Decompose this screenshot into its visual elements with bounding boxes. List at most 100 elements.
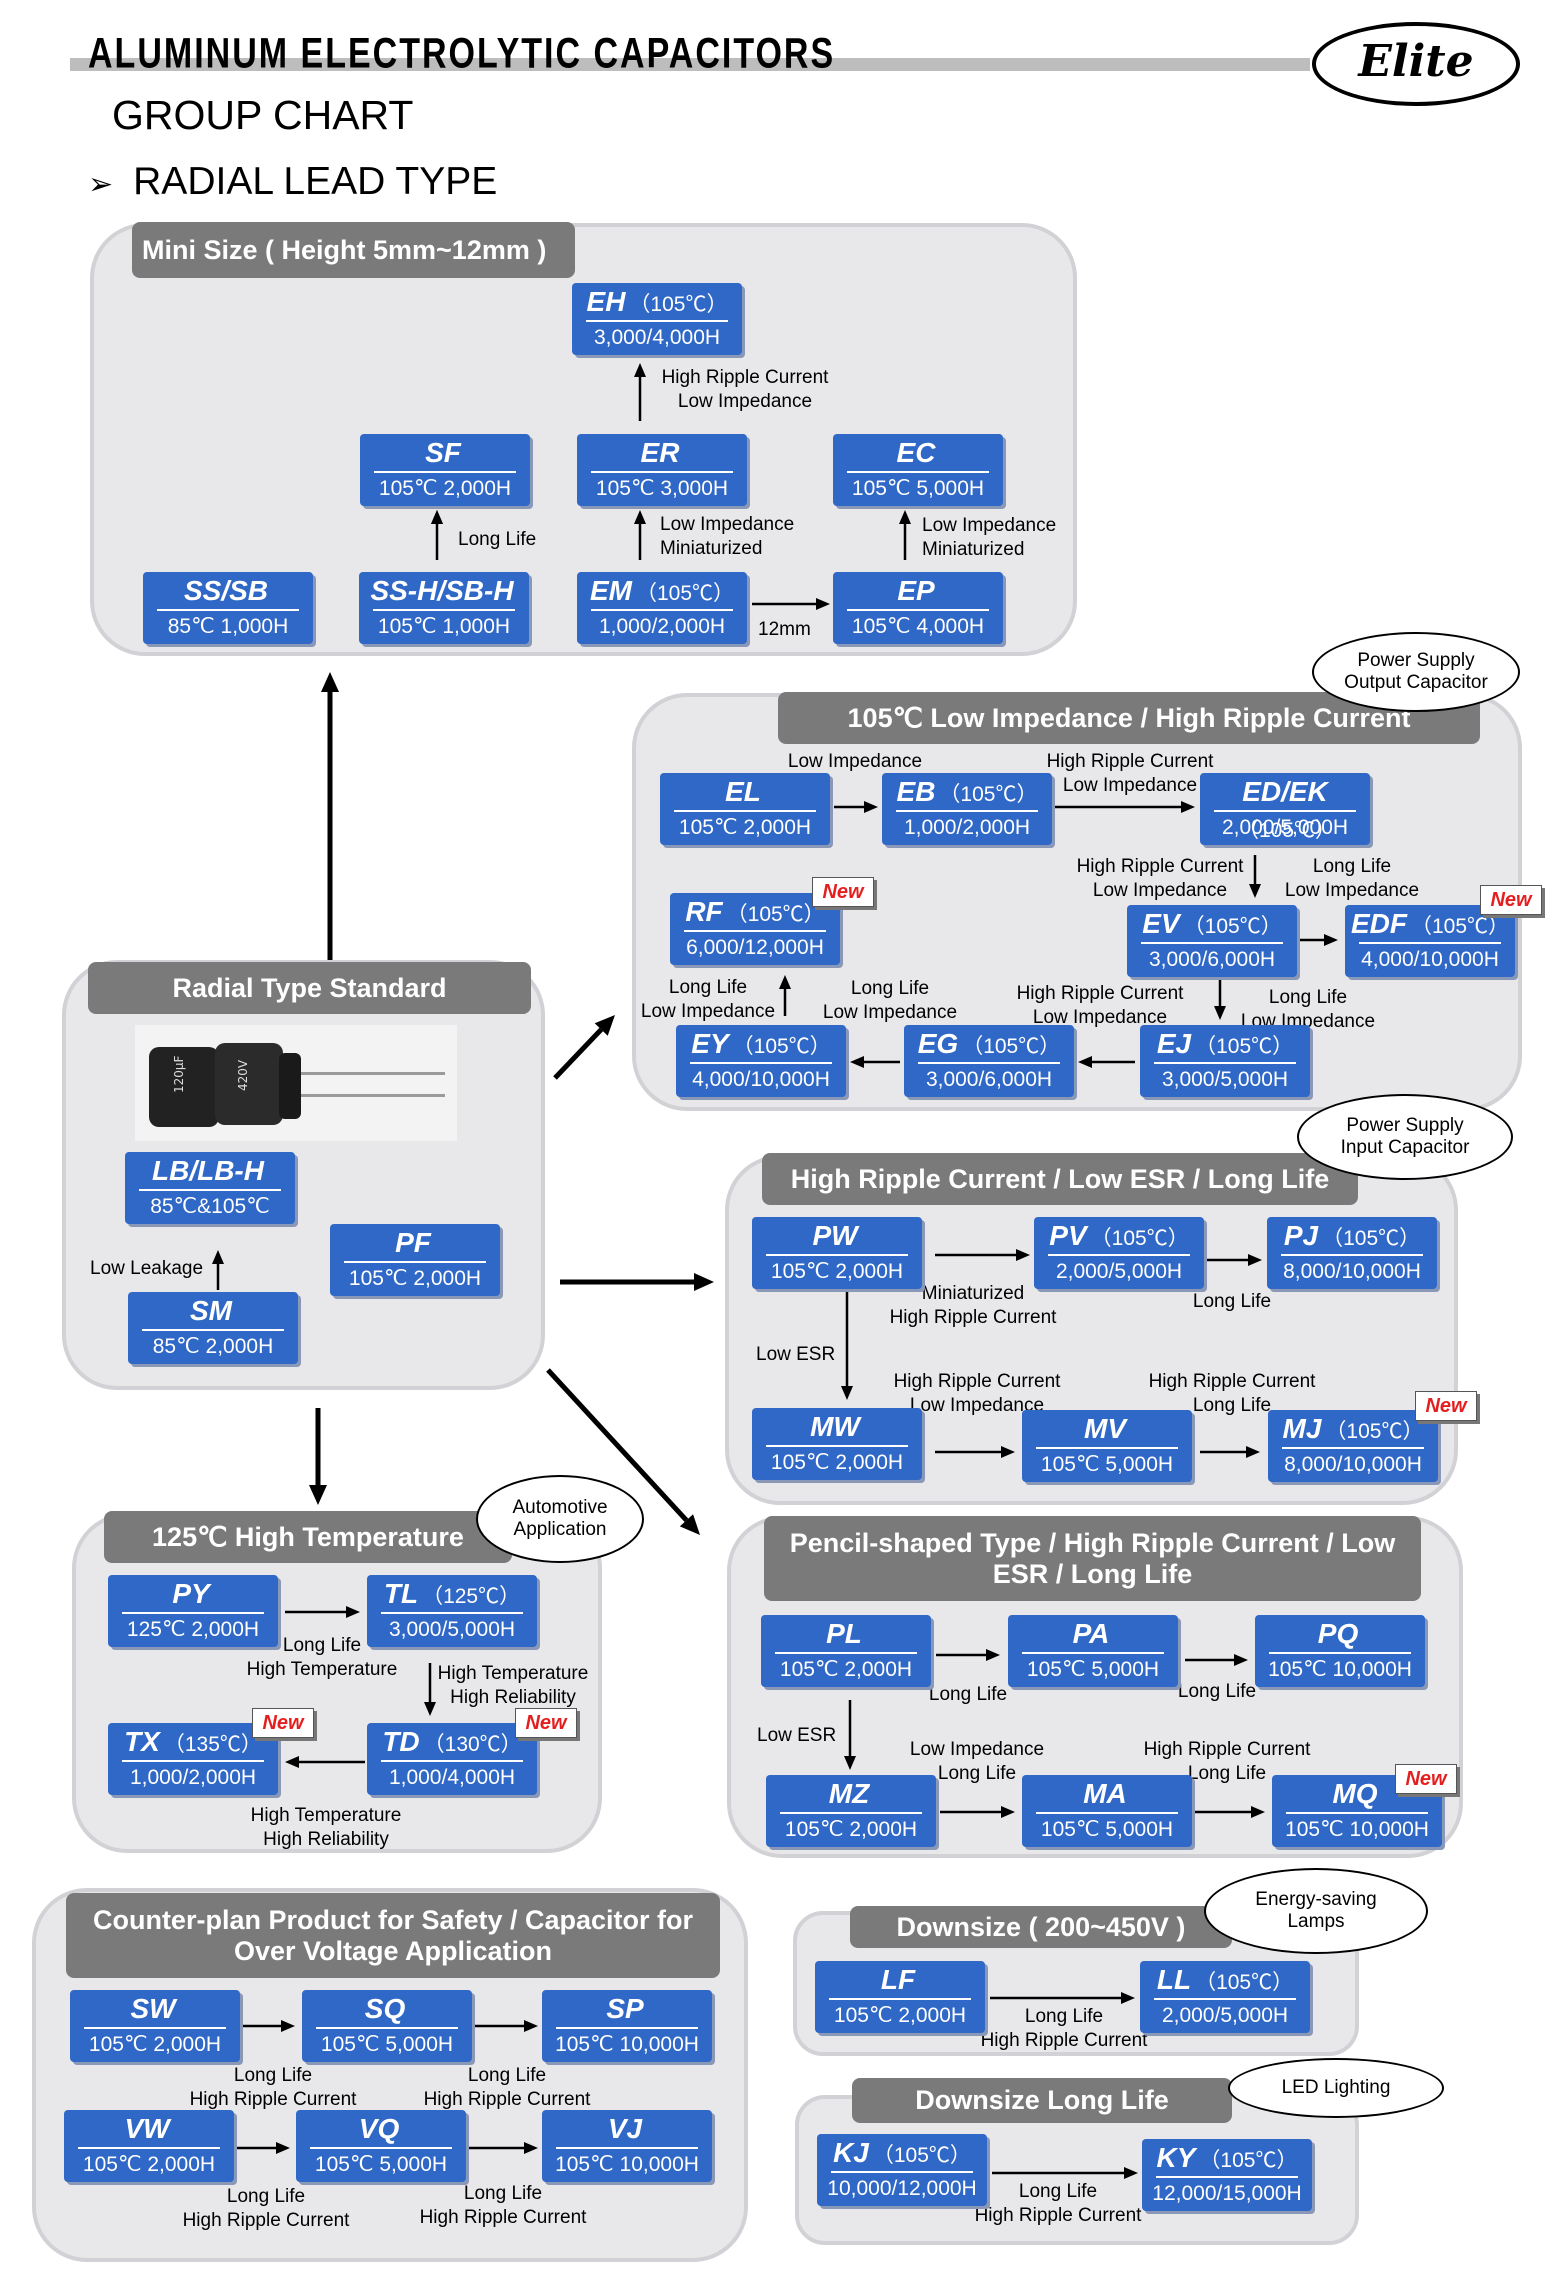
series-spec: 105℃ 2,000H <box>770 1451 904 1474</box>
flow-arrow-9 <box>1249 855 1261 898</box>
edge-label-l26: Low Impedance Long Life <box>909 1739 1045 1784</box>
product-box-pj: PJ（105℃）8,000/10,000H <box>1267 1217 1437 1289</box>
series-name: LL（105℃） <box>1140 1963 1310 1997</box>
series-name: MV <box>1022 1412 1192 1446</box>
product-box-kj: KJ（105℃）10,000/12,000H <box>817 2134 987 2206</box>
box-divider <box>1141 942 1283 944</box>
series-code: RF <box>685 896 723 927</box>
series-code: SF <box>425 437 461 468</box>
box-divider <box>766 1445 908 1447</box>
series-name: SQ <box>302 1992 472 2026</box>
series-temp: （105℃） <box>629 293 728 316</box>
flow-arrow-36 <box>472 2020 538 2032</box>
flow-arrow-4 <box>899 510 911 560</box>
series-spec: 105℃ 2,000H <box>770 1260 904 1283</box>
series-temp: （105℃） <box>872 2144 971 2167</box>
product-box-rf: RF（105℃） 6,000/12,000H <box>670 893 840 965</box>
series-spec: 105℃ 10,000H <box>1285 1818 1429 1841</box>
box-divider <box>896 810 1038 812</box>
series-spec: 1,000/2,000H <box>598 615 726 638</box>
edge-label-l15: Miniaturized High Ripple Current <box>889 1283 1057 1328</box>
series-spec: 2,000/5,000H <box>1055 1260 1183 1283</box>
series-code: PL <box>826 1618 862 1649</box>
box-divider <box>556 2147 698 2149</box>
series-name: PA <box>1008 1617 1178 1651</box>
series-code: EV <box>1142 908 1180 939</box>
box-divider <box>1359 942 1501 944</box>
series-spec: 2,000/5,000H <box>1221 816 1349 839</box>
product-box-em: EM（105℃）1,000/2,000H <box>577 572 747 644</box>
elite-logo: Elite <box>1312 22 1520 106</box>
series-name: ER <box>577 436 747 470</box>
edge-label-l23: Long Life <box>928 1684 1008 1705</box>
flow-arrow-33 <box>990 1992 1135 2004</box>
box-divider <box>1048 1254 1190 1256</box>
series-name: TX（135℃） <box>108 1725 278 1759</box>
series-code: MZ <box>828 1778 870 1809</box>
box-divider <box>586 320 728 322</box>
box-divider <box>381 1612 523 1614</box>
series-code: SS/SB <box>183 575 269 606</box>
series-spec: 105℃ 10,000H <box>555 2033 699 2056</box>
box-divider <box>780 1812 922 1814</box>
flow-arrow-30 <box>844 1700 856 1770</box>
series-temp: （105℃） <box>1090 1227 1189 1250</box>
flow-arrow-7 <box>834 801 878 813</box>
edge-label-l29: Long Life High Ripple Current <box>974 2181 1142 2226</box>
section-marker-icon: ➢ <box>88 168 114 201</box>
flow-arrow-17 <box>546 1368 700 1535</box>
flow-arrow-19 <box>212 1250 224 1290</box>
series-spec: 3,000/6,000H <box>1148 948 1276 971</box>
series-name: EP <box>833 574 1003 608</box>
series-code: EDF <box>1350 908 1407 939</box>
series-spec: 105℃ 2,000H <box>82 2153 216 2176</box>
box-divider <box>847 471 989 473</box>
series-temp: （105℃） <box>1195 1035 1294 1058</box>
section-title: RADIAL LEAD TYPE <box>133 160 498 203</box>
series-name: VJ <box>542 2112 712 2146</box>
new-badge-mj: New <box>1415 1391 1477 1421</box>
box-divider <box>1036 1447 1178 1449</box>
series-name: PY <box>108 1577 278 1611</box>
document-title: ALUMINUM ELECTROLYTIC CAPACITORS <box>88 30 836 78</box>
series-spec: 6,000/12,000H <box>686 936 824 959</box>
flow-arrow-35 <box>240 2020 295 2032</box>
edge-label-l3: Low Impedance Miniaturized <box>660 514 795 559</box>
series-spec: 1,000/4,000H <box>388 1766 516 1789</box>
series-name: EY（105℃） <box>676 1027 846 1061</box>
box-divider <box>381 1760 523 1762</box>
series-name: MZ <box>766 1777 936 1811</box>
series-name: MJ（105℃） <box>1268 1412 1438 1446</box>
series-name: RF（105℃） <box>670 895 840 929</box>
edge-label-l6: Low Impedance <box>787 751 923 772</box>
series-name: LB/LB-H <box>125 1154 295 1188</box>
series-code: MQ <box>1332 1778 1378 1809</box>
series-temp: （105℃） <box>635 582 735 605</box>
edge-label-l22: High Temperature High Reliability <box>250 1805 402 1850</box>
series-name: MA <box>1022 1777 1192 1811</box>
series-name: EJ（105℃） <box>1140 1027 1310 1061</box>
series-code: MV <box>1084 1413 1126 1444</box>
series-code: ER <box>640 437 680 468</box>
flow-arrow-37 <box>236 2142 290 2154</box>
flow-arrow-14 <box>850 1056 900 1068</box>
series-code: EG <box>917 1028 959 1059</box>
edge-label-l28: Long Life High Ripple Current <box>980 2006 1148 2051</box>
edge-label-l21: High Temperature High Reliability <box>437 1663 589 1708</box>
series-spec: 4,000/10,000H <box>1361 948 1499 971</box>
series-name: PF <box>330 1226 500 1260</box>
series-name: EDF（105℃） <box>1345 907 1515 941</box>
series-spec: 105℃ 2,000H <box>378 477 512 500</box>
series-code: TD <box>382 1726 420 1757</box>
series-spec: 105℃ 2,000H <box>88 2033 222 2056</box>
flow-arrow-31 <box>940 1806 1015 1818</box>
series-name: EL <box>660 775 830 809</box>
flow-arrow-26 <box>424 1663 436 1716</box>
